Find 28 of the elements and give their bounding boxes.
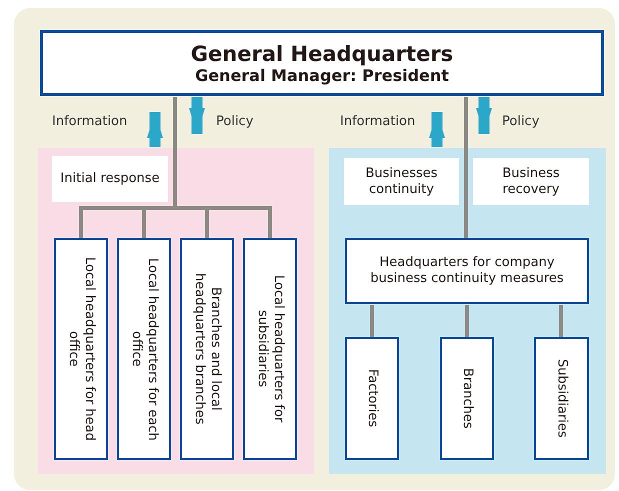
heading-box: Initial response <box>52 156 168 202</box>
box-subtitle: General Manager: President <box>195 66 449 84</box>
box-title: General Headquarters <box>190 42 454 66</box>
unit-box: Branches <box>440 337 494 460</box>
unit-box: Subsidiaries <box>534 337 589 460</box>
connector-line <box>465 305 469 337</box>
unit-box: Local headquarters for each office <box>117 238 171 460</box>
connector-line <box>370 305 374 337</box>
connector-line <box>559 305 563 337</box>
edge-label: Policy <box>216 114 254 129</box>
arrow <box>147 112 163 147</box>
unit-box: Factories <box>345 337 399 460</box>
unit-box: Branches and local headquarters branches <box>180 238 234 460</box>
heading-box: Business recovery <box>473 158 589 205</box>
arrow <box>429 112 445 147</box>
unit-box: Headquarters for company business continuity measures <box>345 238 589 304</box>
unit-box: Local headquarters for subsidiaries <box>243 238 297 460</box>
connector-line <box>464 97 468 238</box>
edge-label: Information <box>340 114 416 129</box>
unit-box: Local headquarters for head office <box>54 238 108 460</box>
panel-background <box>38 148 314 474</box>
arrow <box>189 97 205 134</box>
arrow <box>476 97 492 134</box>
heading-box: Businesses continuity <box>344 158 459 205</box>
edge-label: Information <box>52 114 128 129</box>
panel-background <box>329 148 606 474</box>
headquarters-box <box>40 30 604 96</box>
edge-label: Policy <box>502 114 540 129</box>
